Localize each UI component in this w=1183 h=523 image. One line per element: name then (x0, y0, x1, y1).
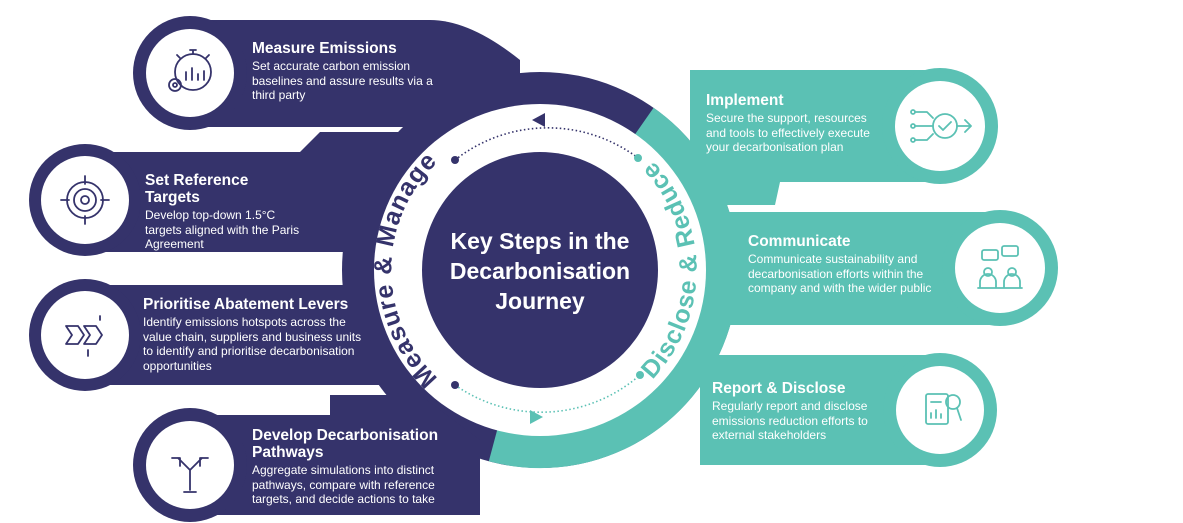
step-prioritise-abatement-levers: Prioritise Abatement Levers Identify emi… (143, 296, 368, 373)
center-title-line: Key Steps in the (450, 228, 630, 254)
step-description: Secure the support, resources and tools … (706, 111, 870, 154)
center-title: Key Steps in the Decarbonisation Journey (422, 226, 658, 316)
step-implement: Implement Secure the support, resources … (706, 92, 886, 155)
network-check-icon (910, 109, 972, 143)
top-arc-right-dot (634, 154, 642, 162)
step-title: Prioritise Abatement Levers (143, 296, 349, 313)
step-develop-decarbonisation-pathways: Develop Decarbonisation Pathways Aggrega… (252, 427, 467, 507)
target-crosshair-icon (60, 175, 110, 225)
right-arrow-icon (530, 410, 543, 424)
center-title-line: Journey (495, 288, 585, 314)
bottom-arc-left-dot (451, 381, 459, 389)
stopwatch-chart-gear-icon (168, 49, 212, 92)
step-report-disclose: Report & Disclose Regularly report and d… (712, 380, 892, 443)
bottom-dotted-arc (454, 374, 641, 413)
step-title: Report & Disclose (712, 380, 846, 397)
split-arrows-icon (171, 457, 209, 493)
step-communicate: Communicate Communicate sustainability a… (748, 233, 948, 296)
step-description: Set accurate carbon emission baselines a… (252, 59, 433, 102)
step-title: Measure Emissions (252, 40, 397, 57)
step-title: Develop Decarbonisation Pathways (252, 427, 439, 461)
center-title-line: Decarbonisation (449, 258, 631, 284)
left-arrow-icon (532, 113, 545, 127)
bottom-arc-right-dot (636, 371, 644, 379)
step-description: Communicate sustainability and decarboni… (748, 252, 932, 295)
step-description: Regularly report and disclose emissions … (712, 399, 868, 442)
step-set-reference-targets: Set Reference Targets Develop top-down 1… (145, 172, 305, 252)
people-chat-icon (977, 245, 1023, 289)
center-circle (422, 152, 658, 388)
step-measure-emissions: Measure Emissions Set accurate carbon em… (252, 40, 452, 103)
report-magnifier-icon (925, 393, 962, 425)
step-title: Communicate (748, 233, 851, 250)
icon-circles (41, 29, 1045, 509)
step-description: Identify emissions hotspots across the v… (143, 315, 362, 373)
step-description: Develop top-down 1.5°C targets aligned w… (145, 208, 300, 251)
step-title: Implement (706, 92, 784, 109)
top-arc-left-dot (451, 156, 459, 164)
step-description: Aggregate simulations into distinct path… (252, 463, 435, 506)
process-chevrons-icon (65, 315, 103, 357)
step-title: Set Reference Targets (145, 172, 249, 206)
